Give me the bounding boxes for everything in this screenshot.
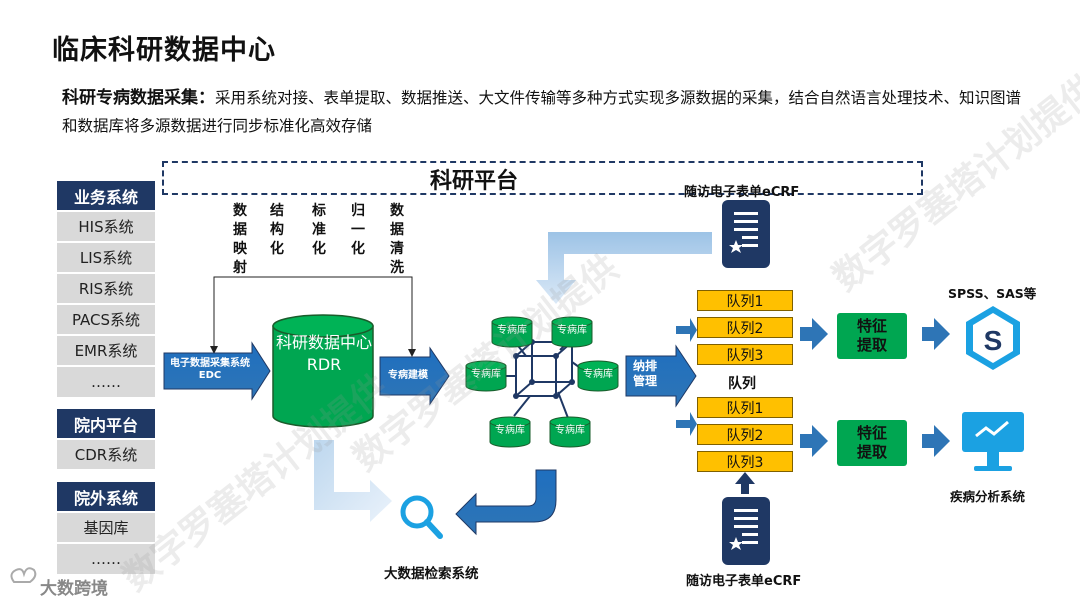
disease-analysis-caption: 疾病分析系统 [950,489,1026,504]
queue-item: 队列1 [697,290,793,311]
search-system-caption: 大数据检索系统 [384,566,479,582]
page-title: 临床科研数据中心 [52,35,276,66]
processing-bracket [210,276,416,357]
admission-arrow [625,344,697,408]
external-system-item: 基因库 [57,513,155,542]
queue-to-feature-arrows [800,318,828,457]
platform-box [162,161,923,195]
ecrf-document-icon [722,497,770,565]
disease-build-label: 专病建模 [388,370,428,381]
intro-paragraph: 科研专病数据采集：采用系统对接、表单提取、数据推送、大文件传输等多种方式实现多源… [62,84,1022,140]
footer-logo: 大数跨境 [40,579,108,599]
step-normalization: 归一化 [351,203,365,257]
disease-db-icon [549,416,591,448]
disease-db-icon [489,416,531,448]
disease-db-hub [500,337,587,419]
business-system-item: LIS系统 [57,243,155,272]
feature-extraction-box: 特征提取 [837,313,907,359]
business-system-item: EMR系统 [57,336,155,365]
business-system-item: PACS系统 [57,305,155,334]
disease-build-arrow [379,346,450,406]
business-system-item: …… [57,367,155,397]
step-standardization: 标准化 [312,203,326,257]
hub-to-search-arrow [455,469,557,536]
admission-label: 纳排管理 [632,359,657,388]
intro-text: 采用系统对接、表单提取、数据推送、大文件传输等多种方式实现多源数据的采集，结合自… [62,89,1022,135]
monitor-icon [962,412,1024,471]
ecrf-document-icon [722,200,770,268]
disease-db-icon [577,360,619,392]
spss-icon: S [966,306,1020,370]
internal-platform-heading: 院内平台 [57,409,155,438]
queue-item: 队列3 [697,344,793,365]
queue-branch-arrows [676,318,697,436]
queue-item: 队列3 [697,451,793,472]
feature-extraction-label: 特征提取 [856,424,887,461]
queue-item: 队列2 [697,317,793,338]
disease-db-label: 专病库 [555,425,585,436]
disease-db-label: 专病库 [557,325,587,336]
spss-caption: SPSS、SAS等 [948,286,1037,301]
ecrf-bottom-up-arrow [735,472,755,494]
queue-label: 队列 [728,376,756,392]
business-system-item: RIS系统 [57,274,155,303]
feature-extraction-label: 特征提取 [856,317,887,354]
ecrf-bottom-caption: 随访电子表单eCRF [686,574,802,589]
ecrf-to-hub-arrow [536,232,712,304]
disease-db-label: 专病库 [583,369,613,380]
edc-arrow [163,341,271,401]
queue-item: 队列1 [697,397,793,418]
rdr-database-icon [272,314,374,428]
rdr-label: 科研数据中心RDR [275,333,372,374]
internal-platform-item: CDR系统 [57,440,155,469]
disease-db-icon [465,360,507,392]
ecrf-top-caption: 随访电子表单eCRF [684,185,800,200]
step-structuring: 结构化 [270,203,284,257]
disease-db-label: 专病库 [495,425,525,436]
svg-text:S: S [984,325,1003,356]
business-systems-heading: 业务系统 [57,181,155,210]
step-data-cleaning: 数据清洗 [390,203,404,276]
search-icon [400,495,443,539]
external-system-item: …… [57,544,155,574]
disease-db-label: 专病库 [497,325,527,336]
platform-label: 科研平台 [430,169,519,194]
step-data-mapping: 数据映射 [233,203,247,276]
disease-db-icon [551,316,593,348]
disease-db-label: 专病库 [471,369,501,380]
footer-logo-icon [10,567,37,583]
external-systems-heading: 院外系统 [57,482,155,511]
feature-to-output-arrows [922,318,950,457]
intro-heading: 科研专病数据采集： [62,88,215,108]
feature-extraction-box: 特征提取 [837,420,907,466]
edc-label: 电子数据采集系统EDC [170,358,250,381]
business-system-item: HIS系统 [57,212,155,241]
disease-db-icon [491,316,533,348]
queue-item: 队列2 [697,424,793,445]
rdr-to-search-arrow [314,440,392,522]
